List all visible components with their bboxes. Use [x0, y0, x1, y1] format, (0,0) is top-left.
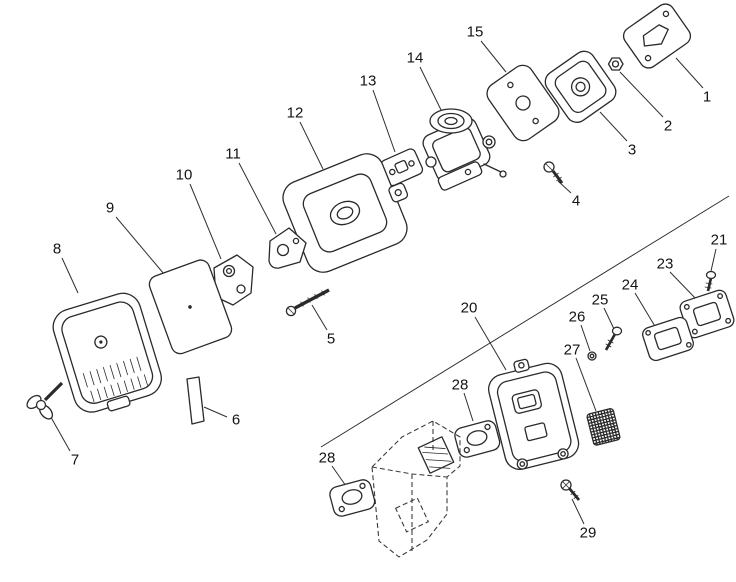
- leader-line-20: [474, 316, 507, 371]
- leader-line-4: [557, 180, 572, 194]
- leader-line-6: [203, 406, 228, 418]
- callout-29: 29: [579, 524, 597, 542]
- leader-line-13: [372, 89, 396, 153]
- part-8-air-cleaner-cover: [52, 292, 162, 413]
- leader-line-15: [480, 40, 507, 73]
- callout-15: 15: [466, 23, 484, 41]
- leader-line-10: [189, 183, 222, 260]
- callout-5: 5: [326, 330, 336, 348]
- leader-lines: [47, 40, 730, 525]
- leader-line-1: [675, 57, 704, 89]
- part-7-wing-screw: [26, 381, 64, 420]
- leader-line-27: [575, 357, 597, 412]
- part-9-filter-element: [148, 259, 233, 355]
- group-leader-line-0: [320, 195, 730, 448]
- callout-28: 28: [451, 376, 469, 394]
- leader-line-29: [571, 498, 585, 525]
- leader-line-14: [419, 66, 444, 115]
- leader-line-8: [61, 257, 79, 294]
- callout-14: 14: [406, 49, 424, 67]
- callout-26: 26: [568, 308, 586, 326]
- leader-line-25: [603, 307, 615, 330]
- callout-10: 10: [175, 166, 193, 184]
- leader-line-11: [238, 162, 277, 235]
- callout-28: 28: [318, 449, 336, 467]
- part-20-muffler: [488, 358, 580, 470]
- leader-line-28: [331, 465, 347, 487]
- leader-line-2: [619, 71, 664, 118]
- leader-line-9: [115, 216, 165, 275]
- part-24-exhaust-gasket: [642, 316, 694, 362]
- leader-line-28: [463, 392, 474, 422]
- part-21-screw: [704, 270, 717, 292]
- part-4-screw: [543, 161, 564, 184]
- part-3-insulator-block: [544, 50, 617, 123]
- callout-23: 23: [656, 255, 674, 273]
- exhaust-port-hatch: [417, 436, 455, 474]
- callout-12: 12: [286, 104, 304, 122]
- callout-13: 13: [359, 72, 377, 90]
- callout-4: 4: [571, 192, 581, 210]
- part-26-washer: [587, 351, 597, 361]
- vent-grille: [82, 356, 148, 403]
- leader-line-5: [311, 304, 328, 331]
- part-11-choke-lever: [268, 227, 307, 269]
- part-28-gasket-lower: [329, 479, 376, 517]
- part-14-carburetor: [422, 108, 507, 191]
- callout-1: 1: [702, 88, 712, 106]
- leader-line-23: [669, 271, 699, 302]
- leader-line-21: [710, 248, 717, 272]
- part-6-strip: [186, 376, 205, 425]
- part-15-gasket: [486, 64, 560, 142]
- callout-8: 8: [52, 240, 62, 258]
- callout-7: 7: [70, 451, 80, 469]
- part-5-screw: [285, 288, 330, 317]
- callout-27: 27: [563, 341, 581, 359]
- leader-line-26: [580, 324, 591, 352]
- callout-20: 20: [460, 299, 478, 317]
- callout-11: 11: [225, 145, 241, 163]
- part-13-pump-plate: [380, 148, 424, 187]
- part-25-screw: [604, 326, 623, 351]
- callout-24: 24: [621, 276, 639, 294]
- part-27-spark-arrestor-screen: [586, 408, 621, 446]
- part-1-mount-gasket-plate: [622, 3, 692, 69]
- callout-6: 6: [231, 411, 241, 429]
- leader-line-12: [299, 121, 324, 170]
- part-2-nut: [607, 57, 624, 71]
- callout-2: 2: [663, 117, 673, 135]
- callout-25: 25: [591, 291, 609, 309]
- callout-3: 3: [627, 141, 637, 159]
- cylinder-phantom-outline: [371, 420, 461, 558]
- leader-line-3: [599, 111, 628, 142]
- leader-line-24: [634, 292, 657, 329]
- part-28-gasket-upper: [454, 420, 501, 458]
- callout-21: 21: [710, 231, 728, 249]
- callout-9: 9: [105, 199, 115, 217]
- part-12-air-cleaner-frame: [282, 153, 409, 273]
- part-29-screw: [560, 479, 581, 501]
